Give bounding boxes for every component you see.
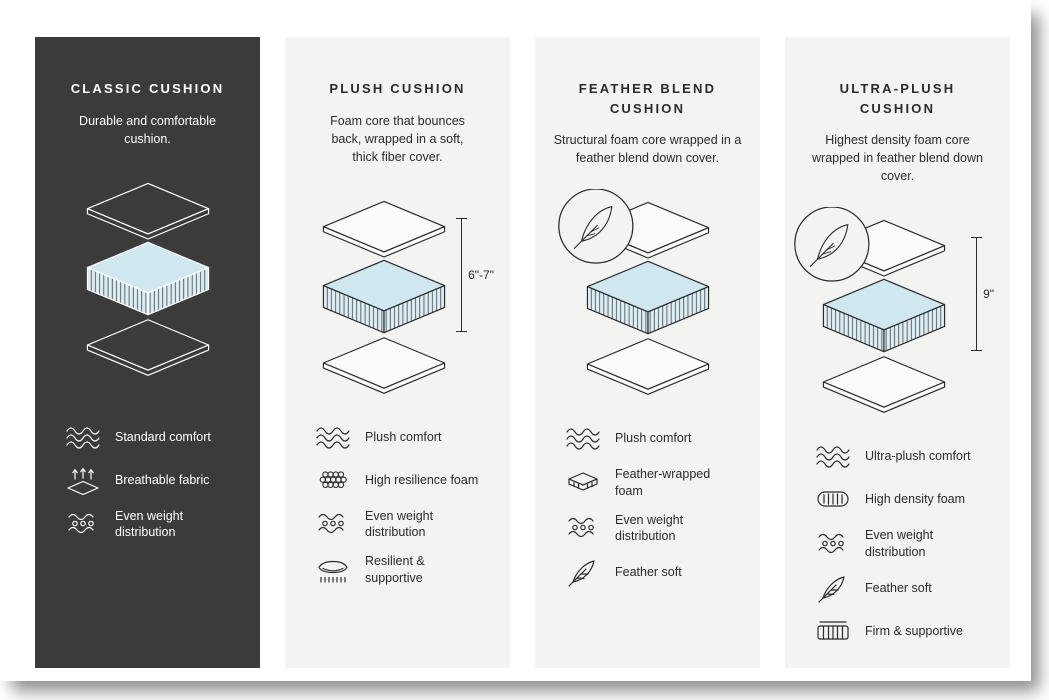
cushion-layers-illustration bbox=[322, 200, 445, 394]
feather-badge bbox=[557, 189, 633, 264]
feature-row: Even weight distribution bbox=[63, 508, 240, 541]
feature-row: Feather soft bbox=[813, 573, 990, 603]
feature-label: Standard comfort bbox=[115, 429, 211, 444]
feature-label: Ultra-plush comfort bbox=[865, 449, 971, 464]
feature-list: Plush comfort Feather-wrapped foam bbox=[551, 423, 744, 587]
feature-list: Plush comfort High resilience foam bbox=[301, 422, 494, 586]
weight-distribution-icon bbox=[313, 509, 353, 539]
card-description: Highest density foam core wrapped in fea… bbox=[812, 133, 983, 184]
feature-label: High resilience foam bbox=[365, 472, 479, 487]
card-feather-blend-cushion: FEATHER BLEND CUSHION Structural foam co… bbox=[535, 37, 760, 668]
card-plush-cushion: PLUSH CUSHION Foam core that bounces bac… bbox=[285, 37, 510, 668]
feature-row: Even weight distribution bbox=[563, 512, 740, 545]
feather-icon bbox=[813, 573, 853, 603]
feature-row: Breathable fabric bbox=[63, 465, 240, 495]
cushion-illustration: 9" bbox=[793, 197, 994, 429]
dimension-label: 6"-7" bbox=[468, 267, 494, 282]
resilient-supportive-icon bbox=[313, 555, 353, 585]
card-title: ULTRA-PLUSH CUSHION bbox=[839, 81, 956, 116]
card-title: FEATHER BLEND CUSHION bbox=[578, 81, 717, 116]
cushion-comparison-cards: CLASSIC CUSHION Durable and comfortable … bbox=[35, 37, 1010, 668]
waves-icon bbox=[313, 422, 353, 452]
dimension-line bbox=[456, 217, 468, 332]
feature-row: High resilience foam bbox=[313, 465, 490, 495]
cushion-illustration bbox=[551, 179, 744, 411]
feather-icon bbox=[563, 557, 603, 587]
feature-label: Feather-wrapped foam bbox=[615, 467, 711, 498]
dimension-line bbox=[971, 237, 983, 352]
high-density-foam-icon bbox=[813, 484, 853, 514]
feather-wrapped-foam-icon bbox=[563, 468, 603, 498]
feature-label: Breathable fabric bbox=[115, 472, 210, 487]
dimension-label: 9" bbox=[983, 287, 994, 302]
weight-distribution-icon bbox=[813, 529, 853, 559]
waves-icon bbox=[813, 441, 853, 471]
weight-distribution-icon bbox=[563, 513, 603, 543]
feature-label: Even weight distribution bbox=[115, 508, 184, 539]
feature-label: High density foam bbox=[865, 492, 966, 507]
card-description: Durable and comfortable cushion. bbox=[79, 113, 216, 146]
feature-list: Ultra-plush comfort High density foam bbox=[801, 441, 994, 646]
weight-distribution-icon bbox=[63, 509, 103, 539]
feature-row: Even weight distribution bbox=[313, 508, 490, 541]
card-description: Structural foam core wrapped in a feathe… bbox=[553, 133, 742, 166]
feature-row: Plush comfort bbox=[313, 422, 490, 452]
feature-list: Standard comfort Breathable fabric bbox=[51, 422, 244, 541]
feature-row: Plush comfort bbox=[563, 423, 740, 453]
feature-label: Even weight distribution bbox=[365, 508, 434, 540]
feature-label: Plush comfort bbox=[365, 429, 442, 444]
resilience-foam-icon bbox=[313, 465, 353, 495]
waves-icon bbox=[563, 423, 603, 453]
cushion-layers-illustration bbox=[86, 182, 209, 376]
feature-label: Resilient & supportive bbox=[365, 554, 425, 585]
breathable-fabric-icon bbox=[63, 465, 103, 495]
card-title: PLUSH CUSHION bbox=[329, 81, 466, 96]
infographic-sheet: CLASSIC CUSHION Durable and comfortable … bbox=[35, 37, 1010, 668]
cushion-illustration bbox=[51, 160, 244, 392]
card-description: Foam core that bounces back, wrapped in … bbox=[330, 113, 465, 164]
card-title: CLASSIC CUSHION bbox=[70, 81, 225, 96]
feature-label: Even weight distribution bbox=[865, 528, 934, 559]
feature-row: Feather soft bbox=[563, 557, 740, 587]
firm-supportive-icon bbox=[813, 616, 853, 646]
feature-row: Standard comfort bbox=[63, 422, 240, 452]
feature-row: High density foam bbox=[813, 484, 990, 514]
feature-row: Resilient & supportive bbox=[313, 553, 490, 586]
feature-row: Even weight distribution bbox=[813, 527, 990, 560]
feature-label: Feather soft bbox=[615, 565, 682, 580]
feature-row: Feather-wrapped foam bbox=[563, 466, 740, 499]
card-classic-cushion: CLASSIC CUSHION Durable and comfortable … bbox=[35, 37, 260, 668]
feature-row: Firm & supportive bbox=[813, 616, 990, 646]
feature-label: Plush comfort bbox=[615, 431, 692, 446]
height-dimension-marker: 6"-7" bbox=[456, 217, 494, 332]
cushion-layers-illustration bbox=[557, 189, 709, 396]
feature-label: Firm & supportive bbox=[865, 623, 963, 638]
feature-label: Even weight distribution bbox=[615, 512, 684, 543]
waves-icon bbox=[63, 422, 103, 452]
height-dimension-marker: 9" bbox=[971, 237, 994, 352]
cushion-illustration: 6"-7" bbox=[301, 178, 494, 410]
card-ultra-plush-cushion: ULTRA-PLUSH CUSHION Highest density foam… bbox=[785, 37, 1010, 668]
feature-label: Feather soft bbox=[865, 580, 932, 595]
feather-badge bbox=[793, 207, 869, 283]
feature-row: Ultra-plush comfort bbox=[813, 441, 990, 471]
cushion-layers-illustration bbox=[793, 207, 945, 414]
